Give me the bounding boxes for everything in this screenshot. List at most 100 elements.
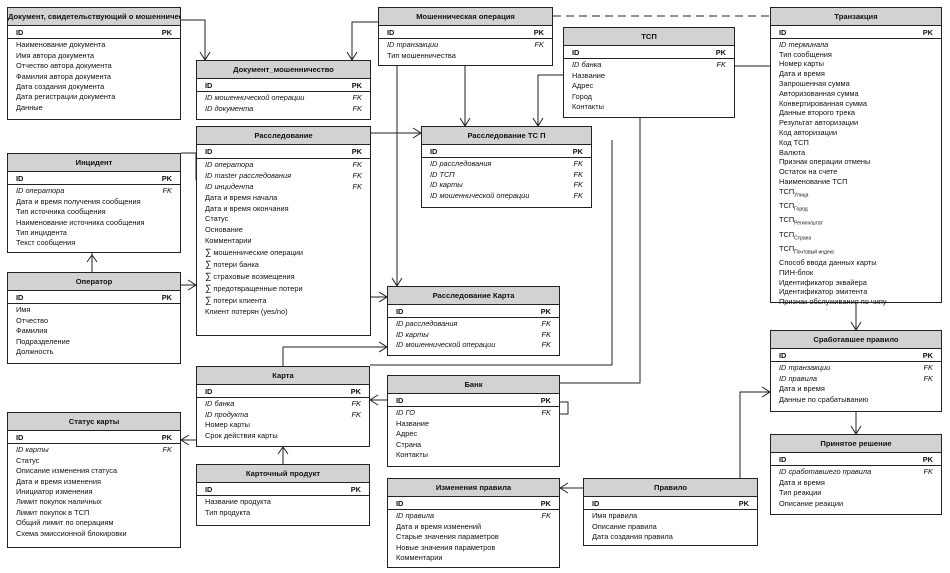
attribute-key bbox=[729, 522, 749, 532]
attribute-row: ТСПРегион/штат bbox=[779, 215, 933, 229]
attribute-row: Фамилия автора документа bbox=[16, 72, 172, 82]
attribute-row: Название bbox=[572, 71, 726, 81]
attribute-name: Текст сообщения bbox=[16, 238, 76, 248]
attribute-key bbox=[913, 50, 933, 60]
attribute-row: Лимит покупок в ТСП bbox=[16, 508, 172, 518]
attribute-name: Клиент потерян (yes/no) bbox=[205, 306, 288, 316]
attribute-key bbox=[152, 518, 172, 528]
attribute-name: Общий лимит по операциям bbox=[16, 518, 114, 528]
attribute-key bbox=[342, 204, 362, 215]
attribute-name: ID мошеннической операции bbox=[205, 93, 305, 103]
attribute-name: Лимит покупок наличных bbox=[16, 497, 102, 507]
attribute-key bbox=[524, 51, 544, 61]
attribute-name: ID правила bbox=[779, 373, 817, 383]
attribute-row: Признак операции отмены bbox=[779, 157, 933, 167]
attribute-key: FK bbox=[162, 186, 172, 196]
attribute-row: Дата регистрации документа bbox=[16, 92, 172, 102]
attribute-name: Схема эмиссионной блокировки bbox=[16, 528, 127, 538]
attribute-row: ID терминала bbox=[779, 40, 933, 50]
attribute-name: Дата создания документа bbox=[16, 82, 105, 92]
attribute-key: FK bbox=[541, 511, 551, 521]
attribute-row: Адрес bbox=[396, 429, 551, 439]
entity-title: Правило bbox=[584, 479, 757, 497]
attribute-name: ТСПСтрана bbox=[779, 229, 812, 242]
attribute-row: ∑страховые возмещения bbox=[205, 271, 362, 283]
attribute-key bbox=[706, 102, 726, 112]
attribute-key bbox=[341, 508, 361, 518]
attribute-key bbox=[913, 297, 933, 307]
attribute-row: Результат авторизации bbox=[779, 118, 933, 128]
attribute-key bbox=[913, 69, 933, 79]
attribute-row: ∑потери банка bbox=[205, 259, 362, 271]
attribute-name: ID транзакции bbox=[779, 363, 831, 373]
attribute-name: Тип мошенничества bbox=[387, 50, 456, 60]
attribute-row: ∑мошеннические операции bbox=[205, 247, 362, 259]
attribute-key bbox=[152, 197, 172, 207]
attribute-key bbox=[913, 108, 933, 118]
attribute-key: FK bbox=[541, 340, 551, 350]
attribute-key bbox=[913, 478, 933, 488]
attribute-name: ID правила bbox=[396, 511, 434, 521]
attribute-name: ID карты bbox=[396, 329, 429, 339]
attribute-name: Описание правила bbox=[592, 521, 657, 531]
attribute-key bbox=[531, 553, 551, 563]
attribute-name: Номер карты bbox=[779, 59, 824, 69]
attribute-key bbox=[152, 326, 172, 336]
attribute-row: ∑предотвращенные потери bbox=[205, 283, 362, 295]
sum-icon: ∑ bbox=[205, 294, 212, 305]
attribute-name: Отчество bbox=[16, 315, 49, 325]
attribute-row: ПИН-блок bbox=[779, 268, 933, 278]
attribute-name: Описание изменения статуса bbox=[16, 466, 118, 476]
attribute-row: Схема эмиссионной блокировки bbox=[16, 529, 172, 539]
attribute-key bbox=[706, 92, 726, 102]
attribute-name: ID ТСП bbox=[430, 169, 455, 179]
attribute-row: Способ ввода данных карты bbox=[779, 258, 933, 268]
attribute-name: ∑предотвращенные потери bbox=[205, 282, 303, 293]
attribute-row: Отчество bbox=[16, 316, 172, 326]
attribute-name: Страна bbox=[396, 439, 422, 449]
attribute-name: Идентификатор эмитента bbox=[779, 287, 868, 297]
entity-title: Расследование Карта bbox=[388, 287, 559, 305]
attribute-key bbox=[152, 103, 172, 113]
attribute-name: Тип реакции bbox=[779, 488, 822, 498]
attribute-key bbox=[152, 92, 172, 102]
attribute-key bbox=[913, 167, 933, 177]
attribute-row: Наименование источника сообщения bbox=[16, 218, 172, 228]
attribute-name: ID оператора bbox=[16, 186, 65, 196]
attribute-name: Авторизованная сумма bbox=[779, 88, 859, 98]
entity-document[interactable]: Документ, свидетельствующий о мошенничес… bbox=[7, 7, 181, 120]
link-bank-self bbox=[560, 401, 569, 415]
attribute-name: Старые значения параметров bbox=[396, 532, 499, 542]
attribute-key bbox=[913, 148, 933, 158]
